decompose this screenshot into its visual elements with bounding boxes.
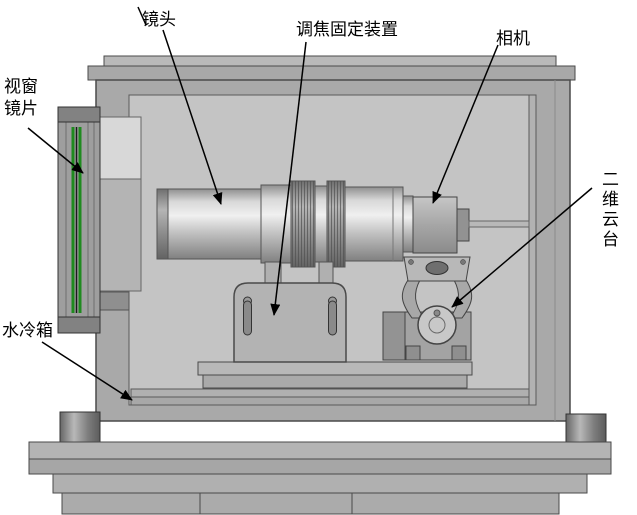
camera-housing xyxy=(412,196,458,254)
window-lens-leader-arrow xyxy=(27,127,84,174)
enclosure-right-partition xyxy=(528,94,537,406)
label-camera: 相机 xyxy=(496,29,530,48)
foot-cylinder-left xyxy=(59,411,101,443)
pedestal-slot-right xyxy=(328,300,337,336)
lens-spacer-ring xyxy=(314,185,328,263)
label-focus-fixture: 调焦固定装置 xyxy=(296,20,398,39)
left-wall-port-block xyxy=(95,291,130,311)
foot-cylinder-right xyxy=(565,413,607,443)
enclosure-top-lip xyxy=(87,65,576,81)
label-lens: 镜头 xyxy=(142,10,176,29)
camera-body xyxy=(412,196,530,254)
pedestal-slot-left xyxy=(243,300,252,336)
pan-tilt-unit xyxy=(382,256,473,361)
focus-fixture-leader-arrow xyxy=(270,41,307,316)
label-water-cooling: 水冷箱 xyxy=(2,321,53,340)
platform-plate-2 xyxy=(28,458,612,475)
focus-fixture-pedestal xyxy=(233,261,347,363)
viewport-bottom-cap xyxy=(57,316,101,334)
lens-front-barrel xyxy=(156,188,262,260)
water-cooling-leader-arrow xyxy=(41,341,133,401)
leader-arrows xyxy=(27,6,593,401)
riser-plate-top xyxy=(197,361,473,376)
platform-bottom-blocks xyxy=(61,492,560,515)
lens-rear-barrel xyxy=(344,186,404,262)
lens-leader-arrow xyxy=(162,29,223,205)
lens-mid-ring xyxy=(260,184,292,264)
viewport-tube-lower xyxy=(96,178,142,292)
platform-plate-1 xyxy=(28,441,612,460)
camera-leader-arrow xyxy=(432,44,499,204)
viewport-top-cap xyxy=(57,106,101,123)
camera-rear-stub xyxy=(456,208,470,242)
lens-front-cap xyxy=(156,188,169,260)
label-pan-tilt: 二维云台 xyxy=(599,170,618,250)
lens-assembly xyxy=(156,180,414,268)
lens-rear-step xyxy=(402,195,414,253)
pan-tilt-rotary-disc xyxy=(417,305,457,345)
viewport-tube-upper xyxy=(96,116,142,180)
camera-cable-rod xyxy=(468,220,530,228)
interior-base-plates xyxy=(130,361,530,406)
riser-plate-bottom xyxy=(202,374,468,389)
pan-tilt-plate-slot xyxy=(425,261,449,275)
platform-plate-3 xyxy=(52,473,588,494)
label-window-lens: 视窗镜片 xyxy=(4,77,38,119)
lens-leader-tick xyxy=(137,6,147,26)
base-platform xyxy=(28,411,612,515)
viewport-window-assembly xyxy=(57,106,142,334)
pedestal-body xyxy=(233,282,347,363)
pan-tilt-leader-arrow xyxy=(451,187,593,308)
